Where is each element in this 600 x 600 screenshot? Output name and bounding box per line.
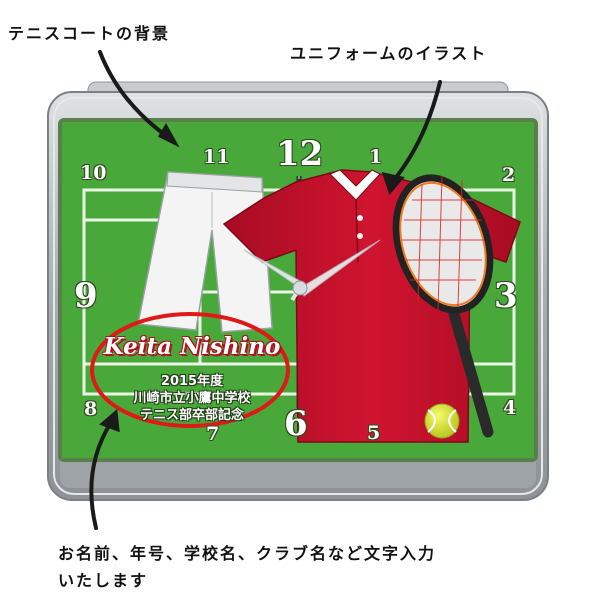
annotation-arrows (89, 50, 442, 530)
clock-numeral-5: 5 (367, 422, 381, 444)
clock-numeral-8: 8 (84, 398, 98, 420)
clock-numeral-10: 10 (80, 162, 107, 184)
clock-hands (243, 239, 381, 302)
clock-numeral-4: 4 (503, 397, 517, 419)
clock-numeral-3: 3 (494, 276, 518, 316)
court-background-label: テニスコートの背景 (8, 24, 171, 43)
clock-numeral-7: 7 (206, 423, 220, 445)
clock-numeral-12: 12 (276, 134, 324, 174)
custom-text-label-line1: お名前、年号、学校名、クラブ名など文字入力 (58, 544, 437, 563)
custom-school-text: 川崎市立小鷹中学校 (133, 391, 251, 406)
arrow-to-text-icon (89, 422, 112, 530)
clock-numeral-6: 6 (284, 404, 308, 444)
tennis-ball-icon (424, 403, 460, 439)
arrow-to-uniform-icon (392, 80, 442, 182)
uniform-illustration-label: ユニフォームのイラスト (290, 44, 488, 63)
tennis-shorts-illustration (137, 171, 273, 333)
custom-name-text: Keita Nishino (103, 333, 281, 360)
custom-text-label-line2: いたします (58, 571, 149, 590)
clock-numeral-2: 2 (502, 164, 516, 186)
custom-year-text: 2015年度 (160, 374, 224, 389)
clock-numeral-9: 9 (74, 276, 98, 316)
tennis-racket-illustration (392, 174, 494, 438)
custom-club-text: テニス部卒部記念 (139, 408, 244, 423)
custom-text-highlight-ellipse (90, 312, 290, 428)
clock-numeral-11: 11 (203, 146, 230, 168)
clock-numeral-1: 1 (369, 146, 383, 168)
